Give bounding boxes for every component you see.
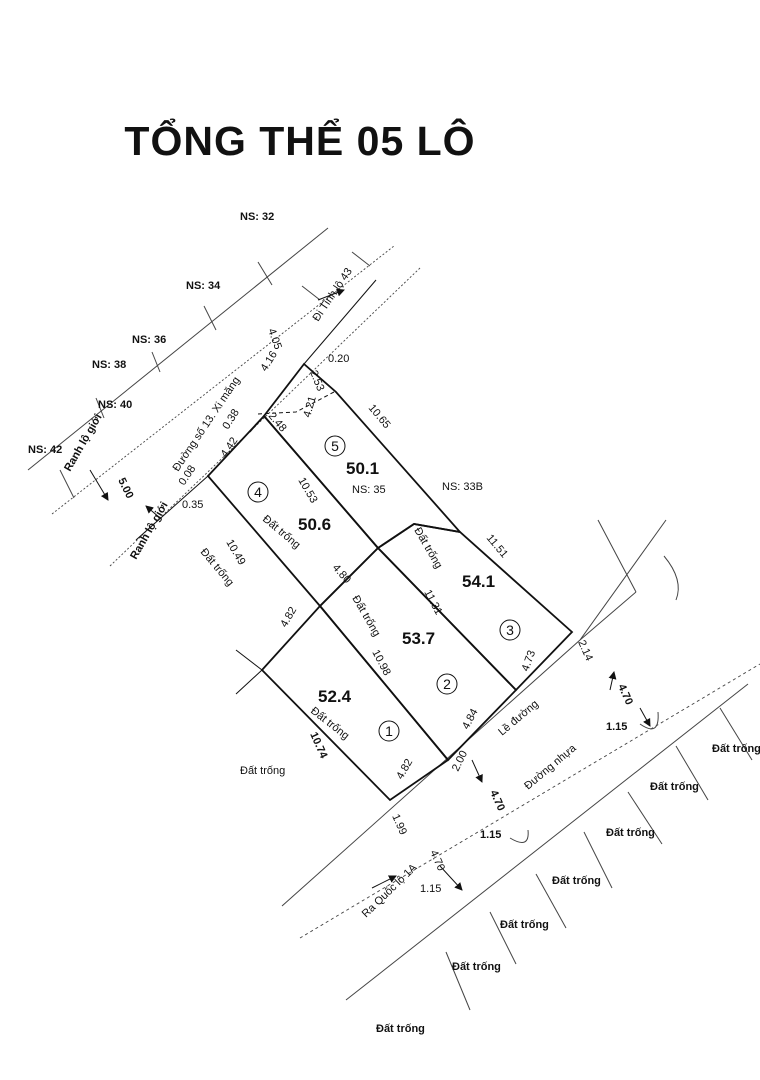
svg-text:4.84: 4.84 — [460, 707, 481, 732]
to-provincial-road: Đi Tỉnh lộ 43 — [311, 266, 355, 324]
svg-text:4.80: 4.80 — [330, 562, 353, 586]
svg-text:0.38: 0.38 — [220, 407, 242, 432]
to-highway: Ra Quốc lộ 1A — [360, 861, 420, 920]
svg-text:NS: 36: NS: 36 — [132, 334, 166, 346]
svg-text:NS: 38: NS: 38 — [92, 359, 126, 371]
lot-outlines — [135, 279, 574, 802]
plot-1-area: 52.4 — [318, 687, 352, 706]
plot-3-status: Đất trống — [411, 526, 444, 571]
svg-text:4.82: 4.82 — [278, 605, 299, 630]
page-title: TỔNG THỂ 05 LÔ — [124, 118, 476, 164]
plot-4-status: Đất trống — [260, 513, 302, 551]
svg-text:2.14: 2.14 — [575, 638, 595, 662]
plot-4: 4 50.6 Đất trống — [247, 481, 331, 551]
asphalt-road — [281, 519, 760, 1011]
lot-5-outline — [262, 362, 463, 550]
alley-road — [27, 227, 421, 567]
lot-3-outline — [376, 523, 574, 692]
svg-text:0.35: 0.35 — [182, 499, 203, 511]
svg-text:4.05: 4.05 — [265, 327, 284, 351]
plot-5-number: 5 — [331, 438, 339, 454]
svg-text:Đất trống: Đất trống — [452, 961, 501, 973]
asphalt-road-label: Đường nhựa — [522, 742, 579, 793]
plot-3-area: 54.1 — [462, 572, 495, 591]
svg-text:Đất trống: Đất trống — [500, 919, 549, 931]
svg-text:NS: 40: NS: 40 — [98, 399, 132, 411]
svg-text:10.53: 10.53 — [295, 476, 319, 506]
svg-text:NS: 42: NS: 42 — [28, 444, 62, 456]
svg-text:1.15: 1.15 — [606, 721, 627, 733]
svg-text:4.21: 4.21 — [301, 395, 318, 419]
svg-text:4.82: 4.82 — [394, 757, 415, 782]
svg-text:10.49: 10.49 — [223, 538, 247, 568]
boundary-label-1: Ranh lộ giới — [62, 412, 104, 473]
svg-text:11.31: 11.31 — [421, 588, 444, 617]
svg-text:4.70: 4.70 — [487, 788, 507, 812]
svg-text:4.42: 4.42 — [219, 435, 241, 459]
plot-5-house-number: NS: 35 — [352, 484, 386, 496]
svg-text:Đất trống: Đất trống — [650, 781, 699, 793]
plot-4-area: 50.6 — [298, 515, 331, 534]
plot-1: 1 52.4 Đất trống — [308, 687, 400, 742]
svg-text:Đất trống: Đất trống — [376, 1023, 425, 1035]
svg-text:2.00: 2.00 — [450, 749, 470, 774]
svg-text:4.70: 4.70 — [615, 682, 635, 706]
svg-text:1.99: 1.99 — [389, 812, 409, 836]
svg-text:4.16: 4.16 — [258, 349, 280, 374]
svg-text:10.98: 10.98 — [369, 648, 393, 678]
svg-text:2.53: 2.53 — [307, 369, 326, 393]
svg-text:1.15: 1.15 — [420, 883, 441, 895]
svg-text:5.00: 5.00 — [115, 476, 135, 501]
svg-text:Đất trống: Đất trống — [240, 765, 285, 777]
road-labels: Đường số 13. Xi măng Đi Tỉnh lộ 43 Ra Qu… — [62, 266, 579, 920]
plot-2-area: 53.7 — [402, 629, 435, 648]
plot-3: 3 54.1 Đất trống — [411, 526, 521, 641]
svg-text:NS: 34: NS: 34 — [186, 280, 221, 292]
house-numbers: NS: 32 NS: 34 NS: 36 NS: 38 NS: 40 NS: 4… — [28, 211, 483, 493]
dimensions: 4.05 0.20 2.53 4.16 0.38 2.48 4.21 10.65… — [115, 327, 635, 895]
svg-text:10.65: 10.65 — [366, 402, 393, 431]
plot-1-number: 1 — [385, 723, 393, 739]
lot-1-outline — [260, 604, 450, 802]
svg-text:Đất trống: Đất trống — [606, 827, 655, 839]
plot-2-number: 2 — [443, 676, 451, 692]
svg-text:NS: 33B: NS: 33B — [442, 481, 483, 493]
plot-4-number: 4 — [254, 484, 262, 500]
svg-text:Đất trống: Đất trống — [712, 743, 760, 755]
svg-text:1.15: 1.15 — [480, 829, 501, 841]
svg-text:0.20: 0.20 — [328, 353, 349, 365]
plot-2-status: Đất trống — [349, 594, 382, 639]
plot-3-number: 3 — [506, 622, 514, 638]
plot-5-area: 50.1 — [346, 459, 379, 478]
svg-text:Đất trống: Đất trống — [552, 875, 601, 887]
plot-5: 5 50.1 NS: 35 — [324, 435, 386, 496]
svg-text:NS: 32: NS: 32 — [240, 211, 274, 223]
